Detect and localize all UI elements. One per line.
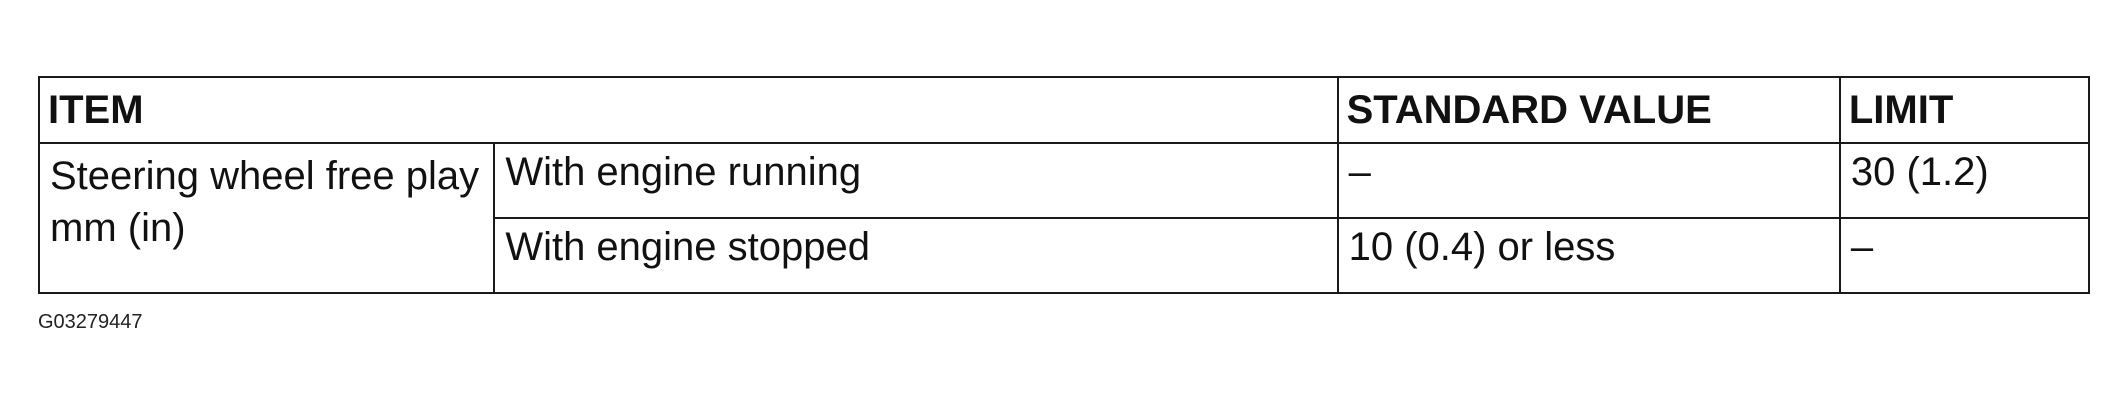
- condition-cell: With engine running: [493, 142, 1339, 219]
- header-row: ITEM STANDARD VALUE LIMIT: [38, 76, 2091, 144]
- specification-table: ITEM STANDARD VALUE LIMIT Steering wheel…: [37, 76, 2091, 294]
- item-label: Steering wheel free play mm (in): [37, 142, 496, 294]
- table-row: With engine stopped 10 (0.4) or less –: [39, 217, 2091, 294]
- standard-value-cell: 10 (0.4) or less: [1336, 217, 1841, 294]
- figure-id: G03279447: [38, 311, 143, 333]
- standard-value-cell: –: [1336, 142, 1841, 219]
- condition-cell: With engine stopped: [493, 217, 1339, 294]
- header-standard-value: STANDARD VALUE: [1336, 76, 1841, 144]
- limit-cell: –: [1838, 217, 2091, 294]
- table-row: Steering wheel free play mm (in) With en…: [37, 142, 2091, 294]
- header-item: ITEM: [38, 76, 1339, 144]
- limit-cell: 30 (1.2): [1838, 142, 2091, 219]
- header-limit: LIMIT: [1838, 76, 2091, 144]
